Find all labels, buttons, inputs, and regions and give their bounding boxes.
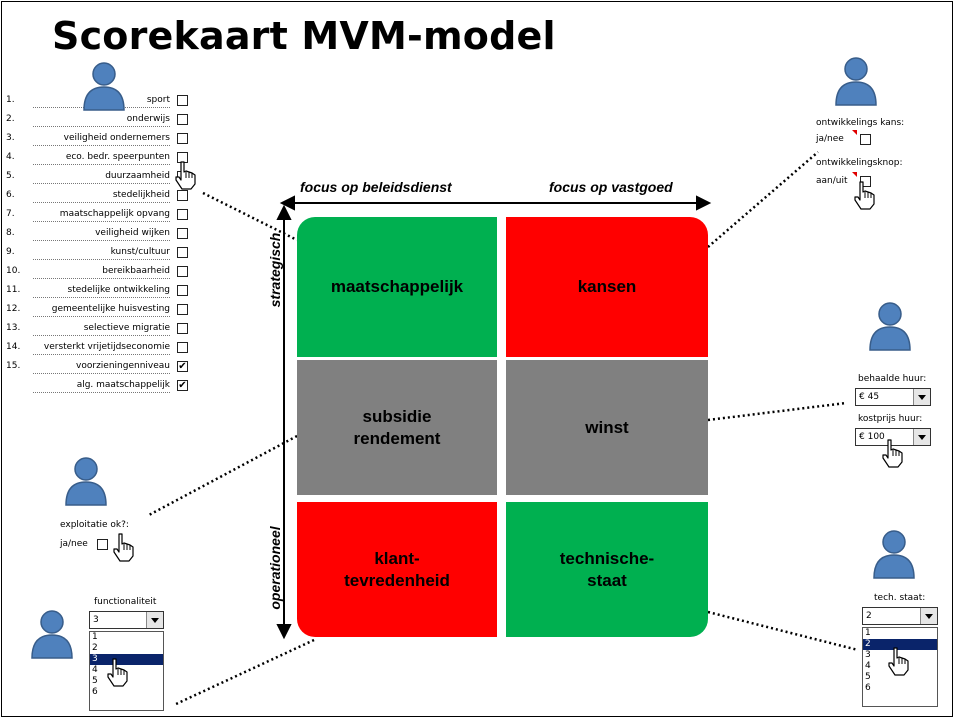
- checkbox-icon[interactable]: [177, 114, 188, 125]
- checklist-item: 9.kunst/cultuur: [6, 244, 192, 263]
- checklist-item: 5.duurzaamheid: [6, 168, 192, 187]
- person-icon: [31, 610, 73, 659]
- checkbox-icon[interactable]: [177, 95, 188, 106]
- person-icon: [65, 457, 107, 506]
- checklist-item: 7.maatschappelijk opvang: [6, 206, 192, 225]
- checkbox-icon[interactable]: [177, 342, 188, 353]
- dropdown-option[interactable]: 6: [92, 687, 98, 697]
- behaalde-huur-dropdown[interactable]: € 45: [855, 388, 931, 406]
- checkbox-icon[interactable]: [177, 133, 188, 144]
- checklist-item: 13.selectieve migratie: [6, 320, 192, 339]
- dropdown-option[interactable]: 3: [865, 650, 871, 660]
- comment-marker: [852, 172, 857, 177]
- quadrant-winst: winst: [506, 360, 708, 495]
- hand-cursor-icon: [854, 181, 875, 210]
- dropdown-option[interactable]: 5: [92, 676, 98, 686]
- person-icon: [835, 57, 877, 106]
- kostprijs-huur-dropdown[interactable]: € 100: [855, 428, 931, 446]
- axis-label-beleidsdienst: focus op beleidsdienst: [300, 179, 452, 195]
- checkbox-icon[interactable]: [177, 285, 188, 296]
- checkbox-icon[interactable]: [177, 247, 188, 258]
- checkbox-icon[interactable]: [177, 304, 188, 315]
- checklist-item: 4.eco. bedr. speerpunten: [6, 149, 192, 168]
- dropdown-option-selected[interactable]: 3: [90, 654, 163, 665]
- functionaliteit-label: functionaliteit: [94, 597, 157, 607]
- page-title: Scorekaart MVM-model: [52, 14, 556, 58]
- hand-cursor-icon: [888, 647, 909, 676]
- comment-marker: [852, 130, 857, 135]
- dropdown-arrow-icon[interactable]: [913, 389, 930, 405]
- dropdown-option[interactable]: 4: [92, 665, 98, 675]
- axis-label-vastgoed: focus op vastgoed: [549, 179, 673, 195]
- quadrant-kansen: kansen: [506, 217, 708, 357]
- dropdown-arrow-icon[interactable]: [920, 608, 937, 624]
- ontwikkelingskans-checkbox[interactable]: [860, 134, 871, 145]
- ontwikkelingsknop-option: aan/uit: [816, 176, 848, 186]
- checklist-item: 14.versterkt vrijetijdseconomie: [6, 339, 192, 358]
- functionaliteit-dropdown[interactable]: 3: [89, 611, 164, 629]
- hand-cursor-icon: [175, 161, 196, 190]
- hand-cursor-icon: [882, 439, 903, 468]
- exploitatie-checkbox[interactable]: [97, 539, 108, 550]
- checklist-item: alg. maatschappelijk✔: [6, 377, 192, 396]
- dropdown-option[interactable]: 6: [865, 683, 871, 693]
- checkbox-icon[interactable]: [177, 323, 188, 334]
- dropdown-option[interactable]: 1: [865, 628, 871, 638]
- checkbox-icon[interactable]: [177, 190, 188, 201]
- tech-staat-label: tech. staat:: [874, 593, 926, 603]
- axis-label-operationeel: operationeel: [267, 526, 283, 610]
- person-icon: [873, 530, 915, 579]
- hand-cursor-icon: [113, 533, 134, 562]
- dropdown-option[interactable]: 2: [92, 643, 98, 653]
- quadrant-klanttevredenheid: klant-tevredenheid: [297, 502, 497, 637]
- checklist-item: 12.gemeentelijke huisvesting: [6, 301, 192, 320]
- checkbox-icon[interactable]: [177, 209, 188, 220]
- axis-label-strategisch: strategisch: [267, 232, 283, 308]
- exploitatie-option: ja/nee: [60, 539, 88, 549]
- tech-staat-dropdown[interactable]: 2: [862, 607, 938, 625]
- ontwikkelingskans-label: ontwikkelings kans:: [816, 118, 905, 128]
- ontwikkelingskans-option: ja/nee: [816, 134, 844, 144]
- checklist-item: 8.veiligheid wijken: [6, 225, 192, 244]
- behaalde-huur-label: behaalde huur:: [858, 374, 927, 384]
- kostprijs-huur-label: kostprijs huur:: [858, 414, 923, 424]
- dropdown-option[interactable]: 5: [865, 672, 871, 682]
- checklist-item: 11.stedelijke ontwikkeling: [6, 282, 192, 301]
- checklist-item: 6.stedelijkheid: [6, 187, 192, 206]
- quadrant-technische-staat: technische-staat: [506, 502, 708, 637]
- checklist-item: 2.onderwijs: [6, 111, 192, 130]
- hand-cursor-icon: [107, 658, 128, 687]
- checkbox-icon[interactable]: ✔: [177, 361, 188, 372]
- dropdown-option-selected[interactable]: 2: [863, 639, 937, 650]
- person-icon: [83, 62, 125, 111]
- dropdown-arrow-icon[interactable]: [913, 429, 930, 445]
- dropdown-option[interactable]: 4: [865, 661, 871, 671]
- ontwikkelingsknop-label: ontwikkelingsknop:: [816, 158, 903, 168]
- checklist-item: 3.veiligheid ondernemers: [6, 130, 192, 149]
- quadrant-maatschappelijk: maatschappelijk: [297, 217, 497, 357]
- dropdown-option[interactable]: 1: [92, 632, 98, 642]
- person-icon: [869, 302, 911, 351]
- checkbox-icon[interactable]: [177, 228, 188, 239]
- dropdown-arrow-icon[interactable]: [146, 612, 163, 628]
- checklist-item: 10.bereikbaarheid: [6, 263, 192, 282]
- checklist-item: 15.voorzieningenniveau✔: [6, 361, 188, 374]
- checkbox-icon[interactable]: ✔: [177, 380, 188, 391]
- checkbox-icon[interactable]: [177, 266, 188, 277]
- exploitatie-label: exploitatie ok?:: [60, 520, 129, 530]
